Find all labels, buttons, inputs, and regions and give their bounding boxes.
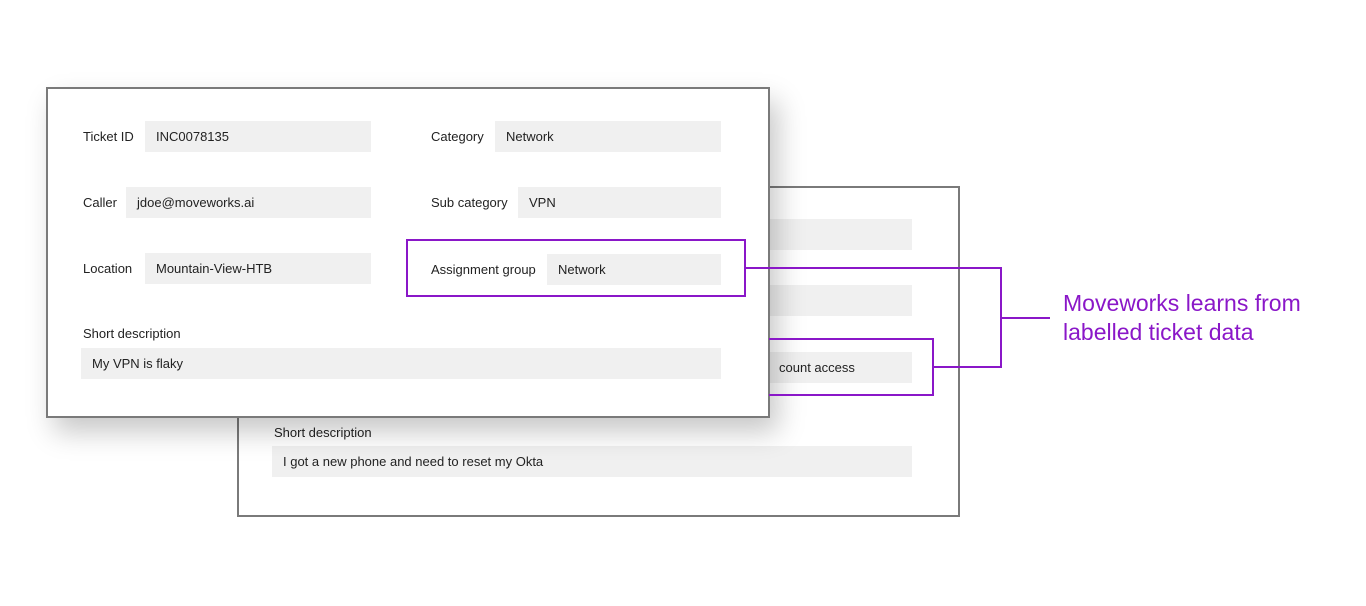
sub-category-value: VPN: [529, 195, 556, 210]
assignment-group-field: Network: [547, 254, 721, 285]
caller-field: jdoe@moveworks.ai: [126, 187, 371, 218]
bracket-top-line: [746, 267, 1002, 368]
short-description-field: My VPN is flaky: [81, 348, 721, 379]
caller-value: jdoe@moveworks.ai: [137, 195, 255, 210]
back-field-3: count access: [768, 352, 912, 383]
callout-text: Moveworks learns from labelled ticket da…: [1063, 290, 1301, 345]
location-label: Location: [83, 261, 133, 276]
assignment-group-label: Assignment group: [431, 262, 536, 277]
front-ticket-card: Ticket ID INC0078135 Category Network Ca…: [46, 87, 770, 418]
ticket-id-label: Ticket ID: [83, 129, 134, 144]
back-short-description-label: Short description: [274, 425, 372, 440]
back-field-3-value: count access: [779, 360, 855, 375]
category-field: Network: [495, 121, 721, 152]
location-field: Mountain-View-HTB: [145, 253, 371, 284]
category-value: Network: [506, 129, 554, 144]
back-field-highlight: [769, 338, 934, 396]
short-description-value: My VPN is flaky: [92, 356, 184, 371]
location-value: Mountain-View-HTB: [156, 261, 273, 276]
ticket-id-field: INC0078135: [145, 121, 371, 152]
short-description-label: Short description: [83, 326, 181, 341]
sub-category-field: VPN: [518, 187, 721, 218]
category-label: Category: [431, 129, 484, 144]
assignment-group-highlight: [406, 239, 746, 297]
back-short-description-field: I got a new phone and need to reset my O…: [272, 446, 912, 477]
assignment-group-value: Network: [558, 262, 606, 277]
back-field-1: [768, 219, 912, 250]
back-field-2: [768, 285, 912, 316]
caller-label: Caller: [83, 195, 117, 210]
back-short-description-value: I got a new phone and need to reset my O…: [283, 454, 544, 469]
ticket-id-value: INC0078135: [156, 129, 229, 144]
sub-category-label: Sub category: [431, 195, 508, 210]
